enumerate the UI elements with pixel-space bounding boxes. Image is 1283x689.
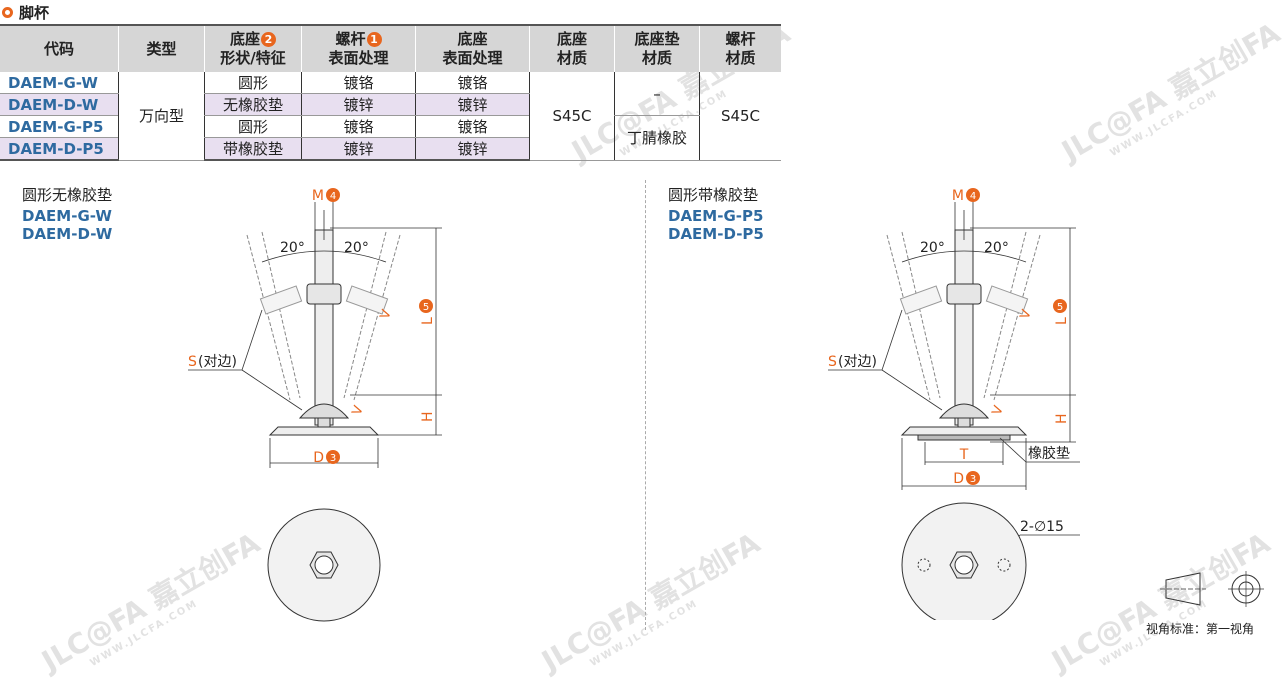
code-cell: DAEM-G-P5 bbox=[0, 115, 119, 138]
rubber-pad bbox=[917, 434, 1011, 441]
dim-label-v: V bbox=[350, 404, 367, 418]
base-material-cell: S45C bbox=[529, 72, 615, 161]
type-cell: 万向型 bbox=[118, 72, 205, 161]
screw-finish-cell: 镀锌 bbox=[301, 93, 416, 116]
dim-label-m: M bbox=[952, 188, 964, 204]
screw-shaft bbox=[314, 229, 334, 426]
dim-num-m: 4 bbox=[970, 191, 976, 202]
col-header: 底座材质 bbox=[529, 24, 615, 72]
table-row: DAEM-D-P5 带橡胶垫 镀锌 镀锌 bbox=[0, 137, 781, 161]
dim-num-d: 3 bbox=[330, 453, 336, 464]
hex-nut bbox=[946, 283, 982, 305]
right-foot-drawing: M 4 20° 20° L 5 H V V S (对边) T 橡胶垫 D 3 2… bbox=[828, 188, 1080, 620]
dim-label-t: T bbox=[959, 447, 969, 463]
circle-bullet-icon bbox=[2, 7, 13, 18]
screw-shaft bbox=[954, 229, 974, 426]
pad-label: 橡胶垫 bbox=[1028, 445, 1070, 462]
section-title: 脚杯 bbox=[2, 2, 49, 23]
dim-label-h: H bbox=[1054, 413, 1070, 424]
shape-cell: 无橡胶垫 bbox=[204, 93, 302, 116]
dim-label-d: D bbox=[953, 471, 964, 487]
dim-label-s: S bbox=[188, 354, 197, 370]
dim-num-d: 3 bbox=[970, 474, 976, 485]
dim-label-v: V bbox=[1018, 308, 1035, 322]
base-finish-cell: 镀铬 bbox=[415, 115, 530, 138]
dim-label-s: S bbox=[828, 354, 837, 370]
code-cell: DAEM-D-P5 bbox=[0, 137, 119, 161]
dim-num-l: 5 bbox=[423, 302, 429, 313]
screw-finish-cell: 镀铬 bbox=[301, 115, 416, 138]
right-diagram-code: DAEM-D-P5 bbox=[668, 225, 764, 243]
col-header: 代码 bbox=[0, 24, 119, 72]
left-foot-drawing: M 4 20° 20° L 5 H V V S (对边) D 3 bbox=[188, 188, 442, 622]
dim-label-s-note: (对边) bbox=[198, 354, 237, 370]
col-header: 底座垫材质 bbox=[614, 24, 700, 72]
table-row: DAEM-D-W 无橡胶垫 镀锌 镀锌 bbox=[0, 93, 781, 116]
holes-label: 2-∅15 bbox=[1020, 519, 1064, 535]
col-header: 类型 bbox=[118, 24, 205, 72]
right-diagram-code: DAEM-G-P5 bbox=[668, 207, 764, 225]
dim-label-d: D bbox=[313, 450, 324, 466]
dim-label-v: V bbox=[378, 308, 395, 322]
dim-label-l: L bbox=[1054, 317, 1070, 325]
dim-label-v: V bbox=[990, 404, 1007, 418]
code-cell: DAEM-G-W bbox=[0, 72, 119, 94]
code-cell: DAEM-D-W bbox=[0, 93, 119, 116]
pad-material-cell: 丁腈橡胶 bbox=[614, 115, 700, 161]
hex-nut bbox=[306, 283, 342, 305]
dim-label-s-note: (对边) bbox=[838, 354, 877, 370]
first-angle-projection-icon bbox=[1160, 571, 1264, 607]
divider bbox=[645, 180, 646, 630]
right-diagram-title: 圆形带橡胶垫 bbox=[668, 186, 759, 204]
dim-label-h: H bbox=[420, 411, 436, 422]
screw-finish-cell: 镀锌 bbox=[301, 137, 416, 161]
pad-material-cell: – bbox=[614, 72, 700, 116]
table-row: DAEM-G-P5 圆形 镀铬 镀铬 丁腈橡胶 bbox=[0, 115, 781, 161]
angle-label: 20° bbox=[280, 240, 305, 256]
dim-label-m: M bbox=[312, 188, 324, 204]
screw-material-cell: S45C bbox=[699, 72, 781, 161]
shape-cell: 带橡胶垫 bbox=[204, 137, 302, 161]
view-standard-label: 视角标准：第一视角 bbox=[1146, 622, 1255, 636]
table-row: DAEM-G-W 万向型 圆形 镀铬 镀铬 S45C – S45C bbox=[0, 72, 781, 161]
dim-num-l: 5 bbox=[1057, 302, 1063, 313]
left-diagram-code: DAEM-D-W bbox=[22, 225, 113, 243]
base-finish-cell: 镀锌 bbox=[415, 93, 530, 116]
screw-finish-cell: 镀铬 bbox=[301, 72, 416, 94]
left-diagram-title: 圆形无橡胶垫 bbox=[22, 186, 113, 204]
dim-label-l: L bbox=[420, 317, 436, 325]
dim-num-m: 4 bbox=[330, 191, 336, 202]
shape-cell: 圆形 bbox=[204, 72, 302, 94]
angle-label: 20° bbox=[984, 240, 1009, 256]
shape-cell: 圆形 bbox=[204, 115, 302, 138]
col-header: 底座表面处理 bbox=[415, 24, 530, 72]
angle-label: 20° bbox=[344, 240, 369, 256]
base-finish-cell: 镀锌 bbox=[415, 137, 530, 161]
col-header: 螺杆材质 bbox=[699, 24, 781, 72]
left-diagram-code: DAEM-G-W bbox=[22, 207, 112, 225]
base-finish-cell: 镀铬 bbox=[415, 72, 530, 94]
angle-label: 20° bbox=[920, 240, 945, 256]
